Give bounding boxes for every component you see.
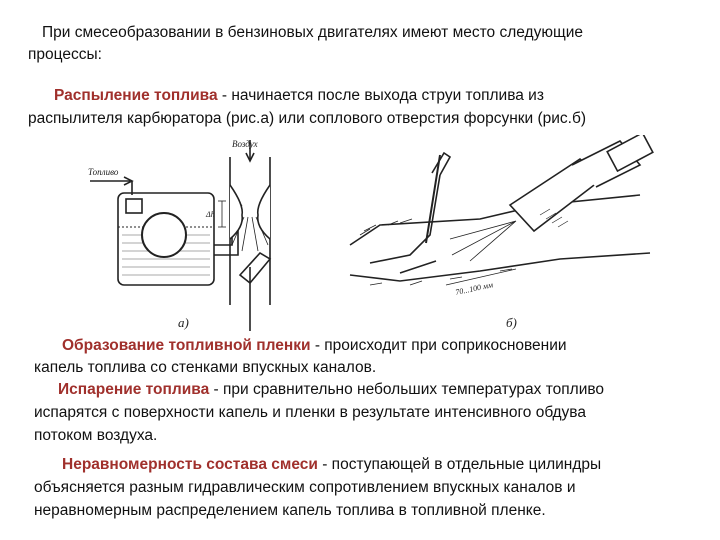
carburetor-dh-label: Δh [205,210,215,219]
film-term: Образование топливной пленки [62,337,311,354]
figure-a-caption: а) [178,315,189,330]
nonuniformity-line-2: объясняется разным гидравлическим сопрот… [34,479,576,496]
film-text-1: - происходит при соприкосновении [310,337,567,354]
injector-figure: 70...100 мм б) [340,135,670,335]
intro-line-1: При смесеобразовании в бензиновых двигат… [42,24,583,41]
carburetor-drawing: Топливо Воздух Δh [88,139,272,331]
atomization-line-1: Распыление топлива - начинается после вы… [54,85,544,106]
evaporation-text-1: - при сравнительно небольших температура… [209,381,605,398]
nonuniformity-term: Неравномерность состава смеси [62,456,318,473]
evaporation-term: Испарение топлива [58,381,210,398]
nonuniformity-line-1: Неравномерность состава смеси - поступаю… [62,454,601,475]
carburetor-fuel-label: Топливо [88,167,119,177]
evaporation-line-1: Испарение топлива - при сравнительно неб… [58,379,604,400]
intro-line-2: процессы: [28,46,102,63]
atomization-text-1: - начинается после выхода струи топлива … [217,87,544,104]
injector-drawing: 70...100 мм [349,135,654,297]
injector-dim-label: 70...100 мм [455,280,494,297]
atomization-line-2: распылителя карбюратора (рис.а) или сопл… [28,110,587,127]
evaporation-line-2: испарятся с поверхности капель и пленки … [34,404,586,421]
nonuniformity-text-1: - поступающей в отдельные цилиндры [317,456,602,473]
film-line-2: капель топлива со стенками впускных кана… [34,359,377,376]
nonuniformity-line-3: неравномерным распределением капель топл… [34,502,546,519]
figure-b-caption: б) [506,315,517,330]
carburetor-air-label: Воздух [232,139,258,149]
film-line-1: Образование топливной пленки - происходи… [62,335,567,356]
atomization-term: Распыление топлива [54,87,218,104]
carburetor-figure: Топливо Воздух Δh а) [82,135,282,335]
evaporation-line-3: потоком воздуха. [34,427,158,444]
